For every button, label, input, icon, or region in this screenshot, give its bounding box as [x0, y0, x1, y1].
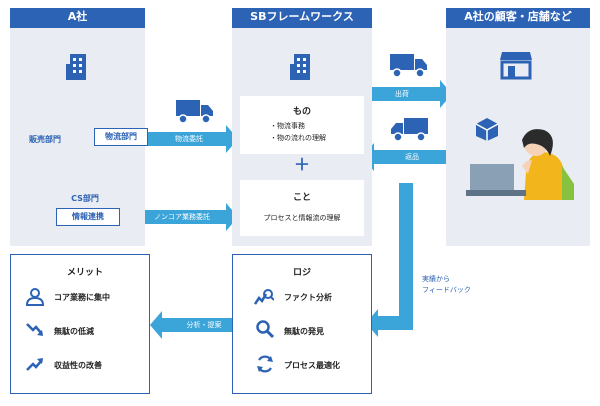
- company-a-panel: [10, 8, 145, 246]
- arrow-feedback: [366, 183, 413, 337]
- chart-search-icon: [254, 289, 274, 305]
- trend-up-icon: [26, 358, 43, 371]
- info-sharing-label: 情報連携: [56, 208, 120, 226]
- cycle-icon: [257, 355, 273, 373]
- arrow-noncore-outsourcing: [134, 203, 238, 231]
- mono-item: ・物の流れの理解: [270, 134, 326, 142]
- logi-box: ロジ: [232, 254, 372, 394]
- arrow-analysis-proposal: [150, 311, 246, 339]
- building-icon: [290, 54, 310, 80]
- logi-title: ロジ: [292, 268, 311, 278]
- store-icon: [500, 52, 532, 80]
- arrow-shipping: [360, 80, 452, 108]
- person-icon: [26, 288, 44, 306]
- node-sales: 販売部門: [29, 135, 61, 144]
- node-cs: CS部門: [71, 194, 99, 203]
- logi-item-label: 無駄の発見: [284, 327, 324, 336]
- sb-header: SBフレームワークス: [232, 8, 372, 28]
- customers-panel: [446, 8, 590, 246]
- person-laptop-icon: [466, 129, 574, 200]
- merit-title: メリット: [67, 268, 104, 278]
- logi-item-label: プロセス最適化: [284, 361, 340, 370]
- label-analysis-proposal: 分析・提案: [186, 321, 222, 329]
- koto-text: プロセスと情報流の理解: [263, 214, 341, 222]
- building-icon: [66, 54, 86, 80]
- logi-item-label: ファクト分析: [284, 293, 332, 302]
- customers-header: A社の顧客・店舗など: [446, 8, 590, 28]
- label-returns: 返品: [405, 153, 419, 161]
- truck-icon: [390, 54, 427, 78]
- truck-icon: [391, 118, 428, 142]
- label-noncore-outsourcing: ノンコア業務委託: [154, 213, 210, 221]
- plus-sign: ＋: [293, 155, 310, 174]
- merit-item-label: コア業務に集中: [54, 293, 110, 302]
- arrow-logistics-outsourcing: [148, 125, 238, 153]
- mono-title: もの: [292, 107, 311, 117]
- merit-item-label: 収益性の改善: [54, 361, 102, 370]
- label-feedback: 実績から フィードバック: [422, 275, 471, 294]
- mono-box: もの ・物流事務 ・物の流れの理解: [240, 96, 364, 154]
- trend-down-icon: [26, 323, 43, 336]
- label-logistics-outsourcing: 物流委託: [175, 135, 203, 143]
- company-a-header: A社: [10, 8, 145, 28]
- package-icon: [475, 118, 499, 141]
- mono-item: ・物流事務: [270, 122, 305, 130]
- merit-box: メリット: [10, 254, 150, 394]
- magnifier-icon: [256, 320, 274, 338]
- arrow-returns: [362, 143, 452, 171]
- node-logistics: 物流部門: [94, 128, 148, 146]
- truck-icon: [176, 100, 213, 124]
- koto-title: こと: [292, 193, 311, 203]
- label-shipping: 出荷: [395, 90, 409, 98]
- koto-box: こと プロセスと情報流の理解: [240, 180, 364, 236]
- merit-item-label: 無駄の低減: [54, 327, 94, 336]
